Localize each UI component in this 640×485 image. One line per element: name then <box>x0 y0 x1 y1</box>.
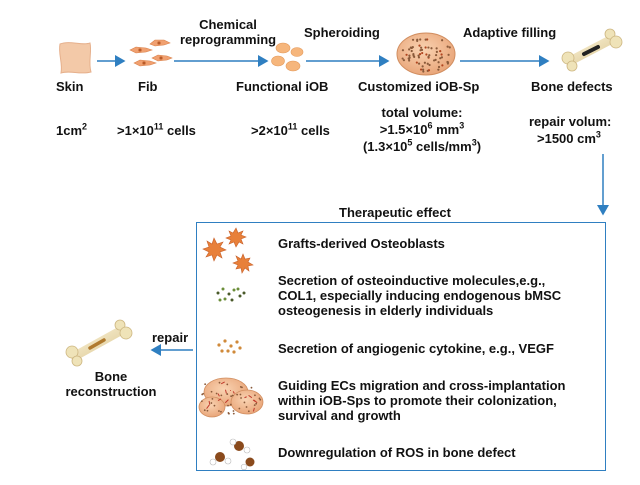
repair-volume-label: repair volum: <box>529 114 612 129</box>
spheroiding-label: Spheroiding <box>304 25 380 40</box>
step-skin: Skin <box>56 79 84 94</box>
total-volume-value: >1.5×106 mm3 <box>379 120 465 137</box>
ros-molecules-icon <box>209 438 255 471</box>
skin-sample-icon <box>59 42 92 74</box>
step-customized-iob-sp: Customized iOB-Sp <box>358 79 480 94</box>
effect-osteoblasts: Grafts-derived Osteoblasts <box>278 236 445 251</box>
step-bone-defects: Bone defects <box>531 79 613 94</box>
cell-density-value: (1.3×105 cells/mm3) <box>362 137 482 154</box>
angiogenic-cytokine-icon <box>217 339 242 354</box>
effect-ec-migration: Guiding ECs migration and cross-implanta… <box>278 378 566 423</box>
repair-volume-value: >1500 cm3 <box>537 129 601 146</box>
ec-colonized-spheroids-icon <box>198 377 264 418</box>
effect-ros: Downregulation of ROS in bone defect <box>278 445 516 460</box>
functional-iob-cells-icon <box>271 42 304 72</box>
therapeutic-effect-title: Therapeutic effect <box>339 205 451 220</box>
iob-spheroid-icon <box>396 32 456 76</box>
iob-cell-count: >2×1011 cells <box>251 121 330 138</box>
therapeutic-effect-box <box>196 222 606 471</box>
step-fib: Fib <box>138 79 158 94</box>
bone-reconstruction-label: Bone reconstruction <box>65 369 157 399</box>
chemical-reprogramming-label: Chemical reprogramming <box>180 17 277 47</box>
osteoinductive-molecules-icon <box>216 287 246 302</box>
effect-angiogenic: Secretion of angiogenic cytokine, e.g., … <box>278 341 554 356</box>
fibroblast-cells-icon <box>129 39 173 67</box>
defect-bone-icon <box>561 28 623 72</box>
fib-cell-count: >1×1011 cells <box>117 121 196 138</box>
adaptive-filling-label: Adaptive filling <box>463 25 557 40</box>
total-volume-label: total volume: <box>381 105 463 120</box>
osteoblast-cells-icon <box>202 227 254 274</box>
reconstructed-bone-icon <box>65 319 133 367</box>
step-functional-iob: Functional iOB <box>236 79 329 94</box>
repair-label: repair <box>152 330 189 345</box>
effect-osteoinductive: Secretion of osteoinductive molecules,e.… <box>278 273 562 318</box>
skin-area-value: 1cm2 <box>56 121 88 138</box>
